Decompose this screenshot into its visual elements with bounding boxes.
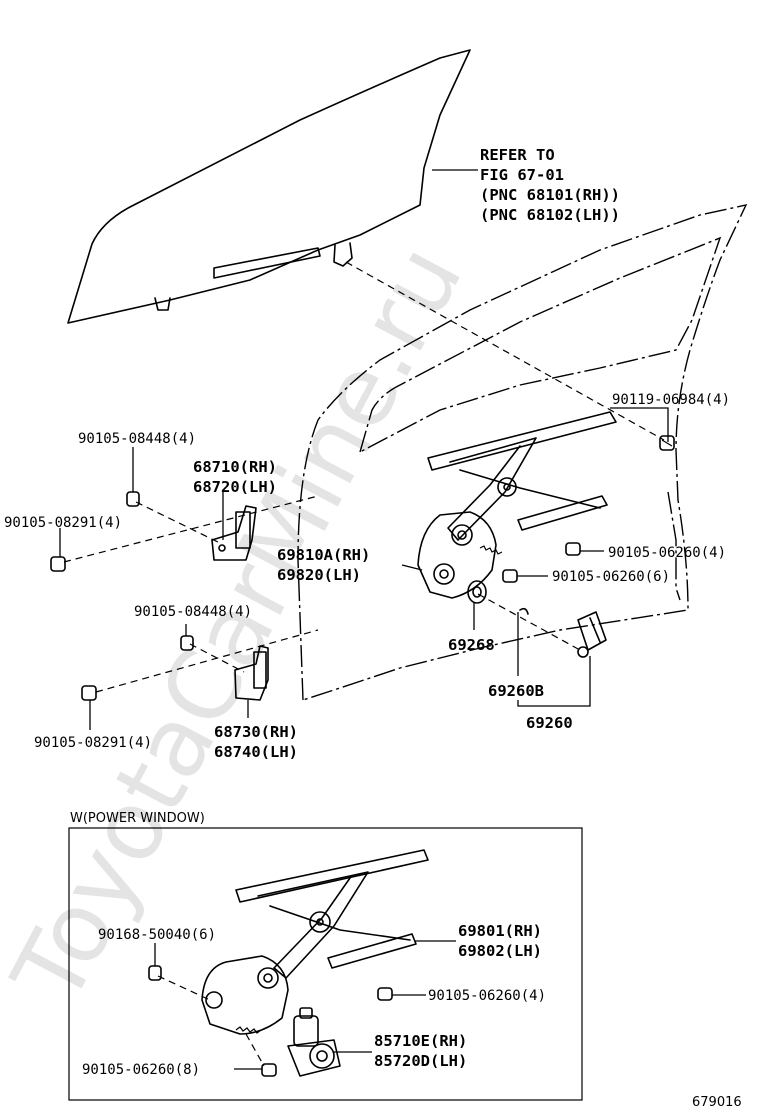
- label-69268: 69268: [448, 636, 495, 654]
- watermark-text: ToyotaCarMine.ru: [0, 228, 484, 1022]
- label-68740: 68740(LH): [214, 743, 298, 761]
- dashline-upper-b: [63, 495, 319, 563]
- washer-69268: [467, 580, 487, 604]
- label-90105-08448-upper: 90105-08448(4): [78, 431, 196, 447]
- handle-dashline: [477, 593, 581, 651]
- label-90105-08291-upper: 90105-08291(4): [4, 515, 122, 531]
- hinge-upper: [211, 505, 257, 561]
- refer-line1: REFER TO: [480, 146, 555, 164]
- bolt-90105-06260-mid: [502, 569, 518, 583]
- dashline-lower-b: [95, 629, 319, 693]
- pw-dashline-b: [245, 1033, 265, 1067]
- clip-69260B: [519, 607, 529, 615]
- power-window-regulator: [201, 849, 429, 1035]
- pw-dashline-a: [157, 975, 211, 1001]
- glass-channel: [213, 247, 321, 279]
- label-85710E: 85710E(RH): [374, 1032, 467, 1050]
- bolt-90105-06260-right: [565, 542, 581, 556]
- glass-clip-left: [154, 297, 171, 311]
- power-window-title: W(POWER WINDOW): [70, 811, 205, 826]
- figure-number: 679016: [692, 1095, 742, 1110]
- refer-line4: (PNC 68102(LH)): [480, 206, 620, 224]
- label-69260: 69260: [526, 714, 573, 732]
- label-68710: 68710(RH): [193, 458, 277, 476]
- label-90105-06260-4: 90105-06260(4): [608, 545, 726, 561]
- bolt-90105-06260-pw4: [377, 987, 393, 1001]
- power-window-section: W(POWER WINDOW): [68, 811, 583, 1101]
- power-window-motor: [287, 1007, 341, 1077]
- label-pw-90105-06260-8: 90105-06260(8): [82, 1062, 200, 1078]
- bolt-90105-08448-lower: [180, 635, 194, 651]
- label-pw-90105-06260-4: 90105-06260(4): [428, 988, 546, 1004]
- bolt-90105-08291-upper: [50, 556, 66, 572]
- glass-to-bolt-dashline: [345, 261, 665, 441]
- label-90105-08448-lower: 90105-08448(4): [134, 604, 252, 620]
- label-68730: 68730(RH): [214, 723, 298, 741]
- refer-line3: (PNC 68101(RH)): [480, 186, 620, 204]
- bolt-90105-08291-lower: [81, 685, 97, 701]
- leader-regulator: [401, 564, 423, 571]
- label-85720D: 85720D(LH): [374, 1052, 467, 1070]
- window-handle-69260: [577, 611, 607, 658]
- label-90168-50040: 90168-50040(6): [98, 927, 216, 943]
- label-69802: 69802(LH): [458, 942, 542, 960]
- label-69801: 69801(RH): [458, 922, 542, 940]
- power-window-frame: [68, 827, 583, 1101]
- label-69810A: 69810A(RH): [277, 546, 370, 564]
- door-panel: [297, 204, 748, 701]
- label-90105-06260-6: 90105-06260(6): [552, 569, 670, 585]
- leader-90119: [610, 407, 669, 442]
- label-90119-06984: 90119-06984(4): [612, 392, 730, 408]
- hinge-lower: [234, 645, 269, 701]
- refer-line2: FIG 67-01: [480, 166, 564, 184]
- glass-clip-right: [333, 242, 353, 267]
- bolt-90105-08448-upper: [126, 491, 140, 507]
- label-69820: 69820(LH): [277, 566, 361, 584]
- label-90105-08291-lower: 90105-08291(4): [34, 735, 152, 751]
- label-69260B: 69260B: [488, 682, 544, 700]
- label-68720: 68720(LH): [193, 478, 277, 496]
- bolt-90119-06984: [659, 435, 675, 451]
- door-glass: [67, 49, 471, 324]
- manual-window-regulator: [417, 411, 617, 599]
- bolt-90168-50040: [148, 965, 162, 981]
- leader-69260: [517, 656, 591, 707]
- bolt-90105-06260-pw8: [261, 1063, 277, 1077]
- dashline-upper-a: [135, 501, 223, 545]
